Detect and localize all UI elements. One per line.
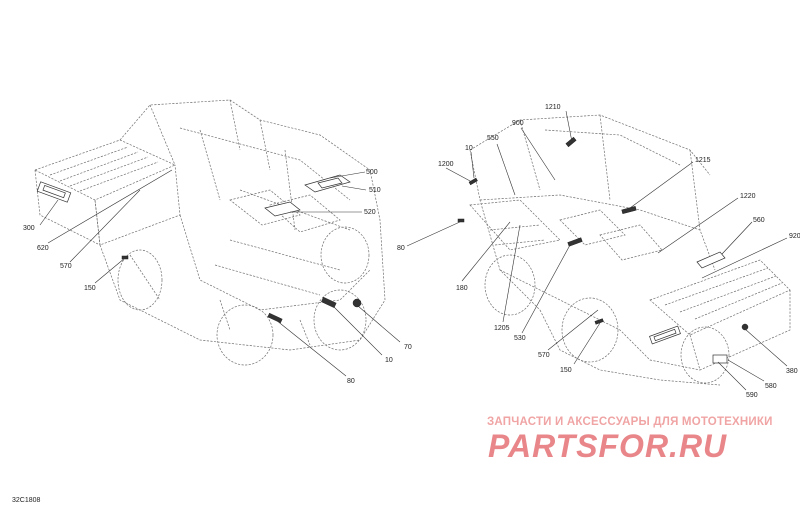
callout-530: 530	[514, 335, 526, 342]
callout-1200: 1200	[438, 161, 454, 168]
callout-590: 590	[746, 392, 758, 399]
callout-80-right: 80	[397, 245, 405, 252]
decal-560	[696, 251, 726, 269]
callout-520: 520	[364, 209, 376, 216]
callout-80: 80	[347, 378, 355, 385]
decal-1215	[621, 205, 637, 215]
decal-150-right	[594, 318, 604, 325]
left-leader-lines	[39, 169, 401, 377]
right-leader-lines	[406, 110, 788, 391]
decal-80	[267, 312, 283, 324]
decal-150	[121, 255, 129, 260]
callout-920: 920	[789, 233, 800, 240]
callout-10: 10	[385, 357, 393, 364]
callout-10-right: 10	[465, 145, 473, 152]
decal-530	[567, 237, 583, 247]
callout-900: 900	[512, 120, 524, 127]
callout-300: 300	[23, 225, 35, 232]
decal-1210	[565, 136, 577, 148]
decal-80-right	[457, 218, 465, 223]
callout-1210: 1210	[545, 104, 561, 111]
decal-580	[712, 354, 728, 364]
decal-1200	[468, 177, 478, 186]
callout-150: 150	[84, 285, 96, 292]
callout-1205: 1205	[494, 325, 510, 332]
decal-380	[741, 323, 749, 331]
callout-180: 180	[456, 285, 468, 292]
callout-550: 550	[487, 135, 499, 142]
callout-380: 380	[786, 368, 798, 375]
decal-70	[352, 298, 362, 308]
callout-570-right: 570	[538, 352, 550, 359]
callout-570: 570	[60, 263, 72, 270]
left-callouts: 500 510 520 300 620 570 150 10 70 80	[23, 169, 412, 385]
callout-510: 510	[369, 187, 381, 194]
callout-500: 500	[366, 169, 378, 176]
left-vehicle-drawing	[34, 99, 386, 366]
callout-150-right: 150	[560, 367, 572, 374]
callout-560: 560	[753, 217, 765, 224]
decal-10	[321, 296, 337, 309]
callout-1215: 1215	[695, 157, 711, 164]
callout-580: 580	[765, 383, 777, 390]
callout-70: 70	[404, 344, 412, 351]
watermark-brand: PARTSFOR.RU	[488, 428, 728, 464]
callout-1220: 1220	[740, 193, 756, 200]
right-callouts: 1210 900 550 10 1200 1215 80 1220 560 92…	[397, 104, 800, 399]
reference-code: 32C1808	[12, 497, 41, 504]
right-vehicle-drawing	[457, 114, 791, 386]
callout-620: 620	[37, 245, 49, 252]
watermark-subtitle: ЗАПЧАСТИ И АКСЕССУАРЫ ДЛЯ МОТОТЕХНИКИ	[487, 416, 773, 428]
decal-520	[264, 201, 301, 217]
